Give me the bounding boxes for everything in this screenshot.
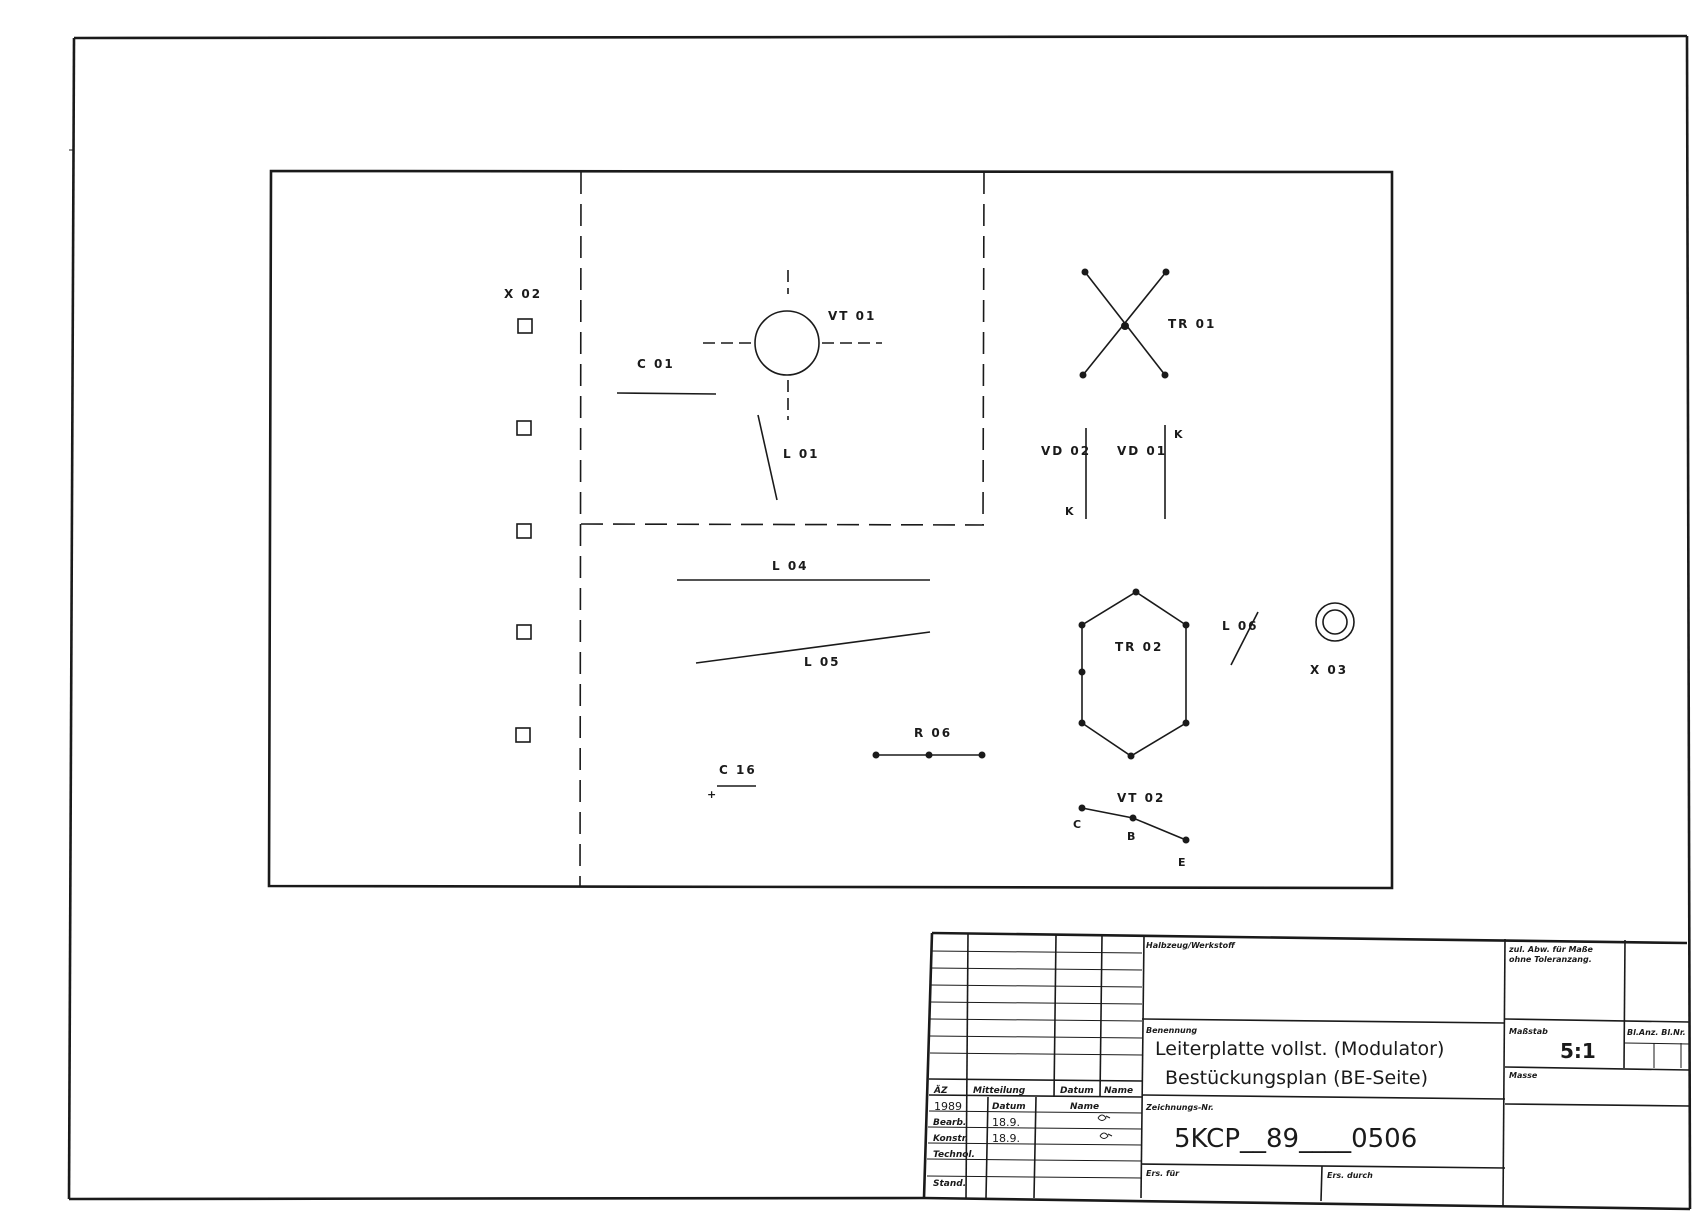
vd02-diode: VD 02 K <box>1041 428 1091 519</box>
c16-label: C 16 <box>719 763 757 777</box>
vt02-transistor: VT 02 C B E <box>1073 791 1190 869</box>
tr02-label: TR 02 <box>1115 640 1163 654</box>
l04-inductor: L 04 <box>677 559 930 581</box>
x03-connector: X 03 <box>1310 602 1355 677</box>
vt02-base-label: B <box>1127 830 1135 843</box>
x02-pad-5 <box>515 727 531 743</box>
year-value: 1989 <box>934 1100 962 1113</box>
ers-fuer-label: Ers. für <box>1146 1169 1180 1178</box>
vt02-emitter-label: E <box>1178 856 1186 869</box>
mass-label: Masse <box>1509 1071 1538 1080</box>
c16-capacitor: C 16 + <box>707 763 757 801</box>
vt01-transistor: VT 01 <box>703 270 882 420</box>
sheet-label: Bl.Anz. Bl.Nr. <box>1627 1028 1686 1037</box>
vd02-cathode-label: K <box>1065 505 1074 518</box>
x02-pad-1 <box>517 318 533 334</box>
r06-resistor: R 06 <box>872 726 986 759</box>
vd01-cathode-label: K <box>1174 428 1183 441</box>
drawing-title-line1: Leiterplatte vollst. (Modulator) <box>1155 1038 1444 1060</box>
name-header: Name <box>1104 1086 1133 1096</box>
mitteilung-header: Mitteilung <box>973 1086 1026 1096</box>
designation-label: Benennung <box>1146 1026 1197 1035</box>
l04-label: L 04 <box>772 559 809 573</box>
dashed-zones <box>579 171 985 887</box>
name-header-2: Name <box>1070 1102 1099 1112</box>
vd01-diode: VD 01 K <box>1117 425 1183 519</box>
material-label: Halbzeug/Werkstoff <box>1146 941 1236 950</box>
x02-pad-4 <box>516 624 532 640</box>
konstr-date: 18.9. <box>992 1132 1020 1145</box>
ers-durch-label: Ers. durch <box>1327 1171 1373 1180</box>
l01-inductor: L 01 <box>757 414 820 501</box>
vd02-label: VD 02 <box>1041 444 1091 458</box>
x02-connector: X 02 <box>504 287 542 743</box>
vt02-collector-label: C <box>1073 818 1081 831</box>
board-outline <box>267 169 1394 890</box>
c01-label: C 01 <box>637 357 675 371</box>
x02-pad-3 <box>516 523 532 539</box>
x03-label: X 03 <box>1310 663 1348 677</box>
datum-header: Datum <box>1060 1086 1094 1096</box>
tr01-transformer: TR 01 <box>1079 268 1216 379</box>
signature-mark-1 <box>1097 1114 1111 1121</box>
konstr-label: Konstr. <box>933 1134 968 1144</box>
title-right: zul. Abw. für Maße ohne Toleranzang. Maß… <box>1504 939 1690 1107</box>
x02-pad-2 <box>516 420 532 436</box>
tr02-transformer: TR 02 <box>1078 588 1190 760</box>
vt02-label: VT 02 <box>1117 791 1165 805</box>
datum-header-2: Datum <box>992 1102 1026 1112</box>
r06-label: R 06 <box>914 726 952 740</box>
tr01-label: TR 01 <box>1168 317 1216 331</box>
bearb-date: 18.9. <box>992 1116 1020 1129</box>
bearb-label: Bearb. <box>933 1118 966 1128</box>
l05-label: L 05 <box>804 655 841 669</box>
stand-label: Stand. <box>933 1179 966 1189</box>
revision-grid: ÄZ Mitteilung Datum Name 1989 Datum Name… <box>926 933 1145 1199</box>
c01-capacitor: C 01 <box>616 357 717 395</box>
title-middle: Halbzeug/Werkstoff Benennung Leiterplatt… <box>1140 938 1506 1208</box>
sheet-frame <box>67 34 1692 1210</box>
drawing-number-label: Zeichnungs-Nr. <box>1145 1103 1214 1112</box>
tolerance-label-1: zul. Abw. für Maße <box>1508 945 1594 954</box>
l06-inductor: L 06 <box>1222 611 1259 666</box>
scale-value: 5:1 <box>1560 1039 1596 1063</box>
l01-label: L 01 <box>783 447 820 461</box>
c16-plus-marker: + <box>707 788 716 801</box>
vd01-label: VD 01 <box>1117 444 1167 458</box>
technol-label: Technol. <box>933 1150 975 1160</box>
l05-inductor: L 05 <box>695 631 931 669</box>
x02-label: X 02 <box>504 287 542 301</box>
l06-label: L 06 <box>1222 619 1259 633</box>
vt01-label: VT 01 <box>828 309 876 323</box>
signature-mark-2 <box>1099 1132 1113 1139</box>
scale-label: Maßstab <box>1509 1027 1548 1036</box>
tolerance-label-2: ohne Toleranzang. <box>1509 955 1592 964</box>
drawing-title-line2: Bestückungsplan (BE-Seite) <box>1165 1067 1428 1089</box>
az-header: ÄZ <box>933 1085 948 1096</box>
drawing-number: 5KCP__89____0506 <box>1174 1124 1417 1154</box>
title-block: ÄZ Mitteilung Datum Name 1989 Datum Name… <box>922 931 1691 1211</box>
